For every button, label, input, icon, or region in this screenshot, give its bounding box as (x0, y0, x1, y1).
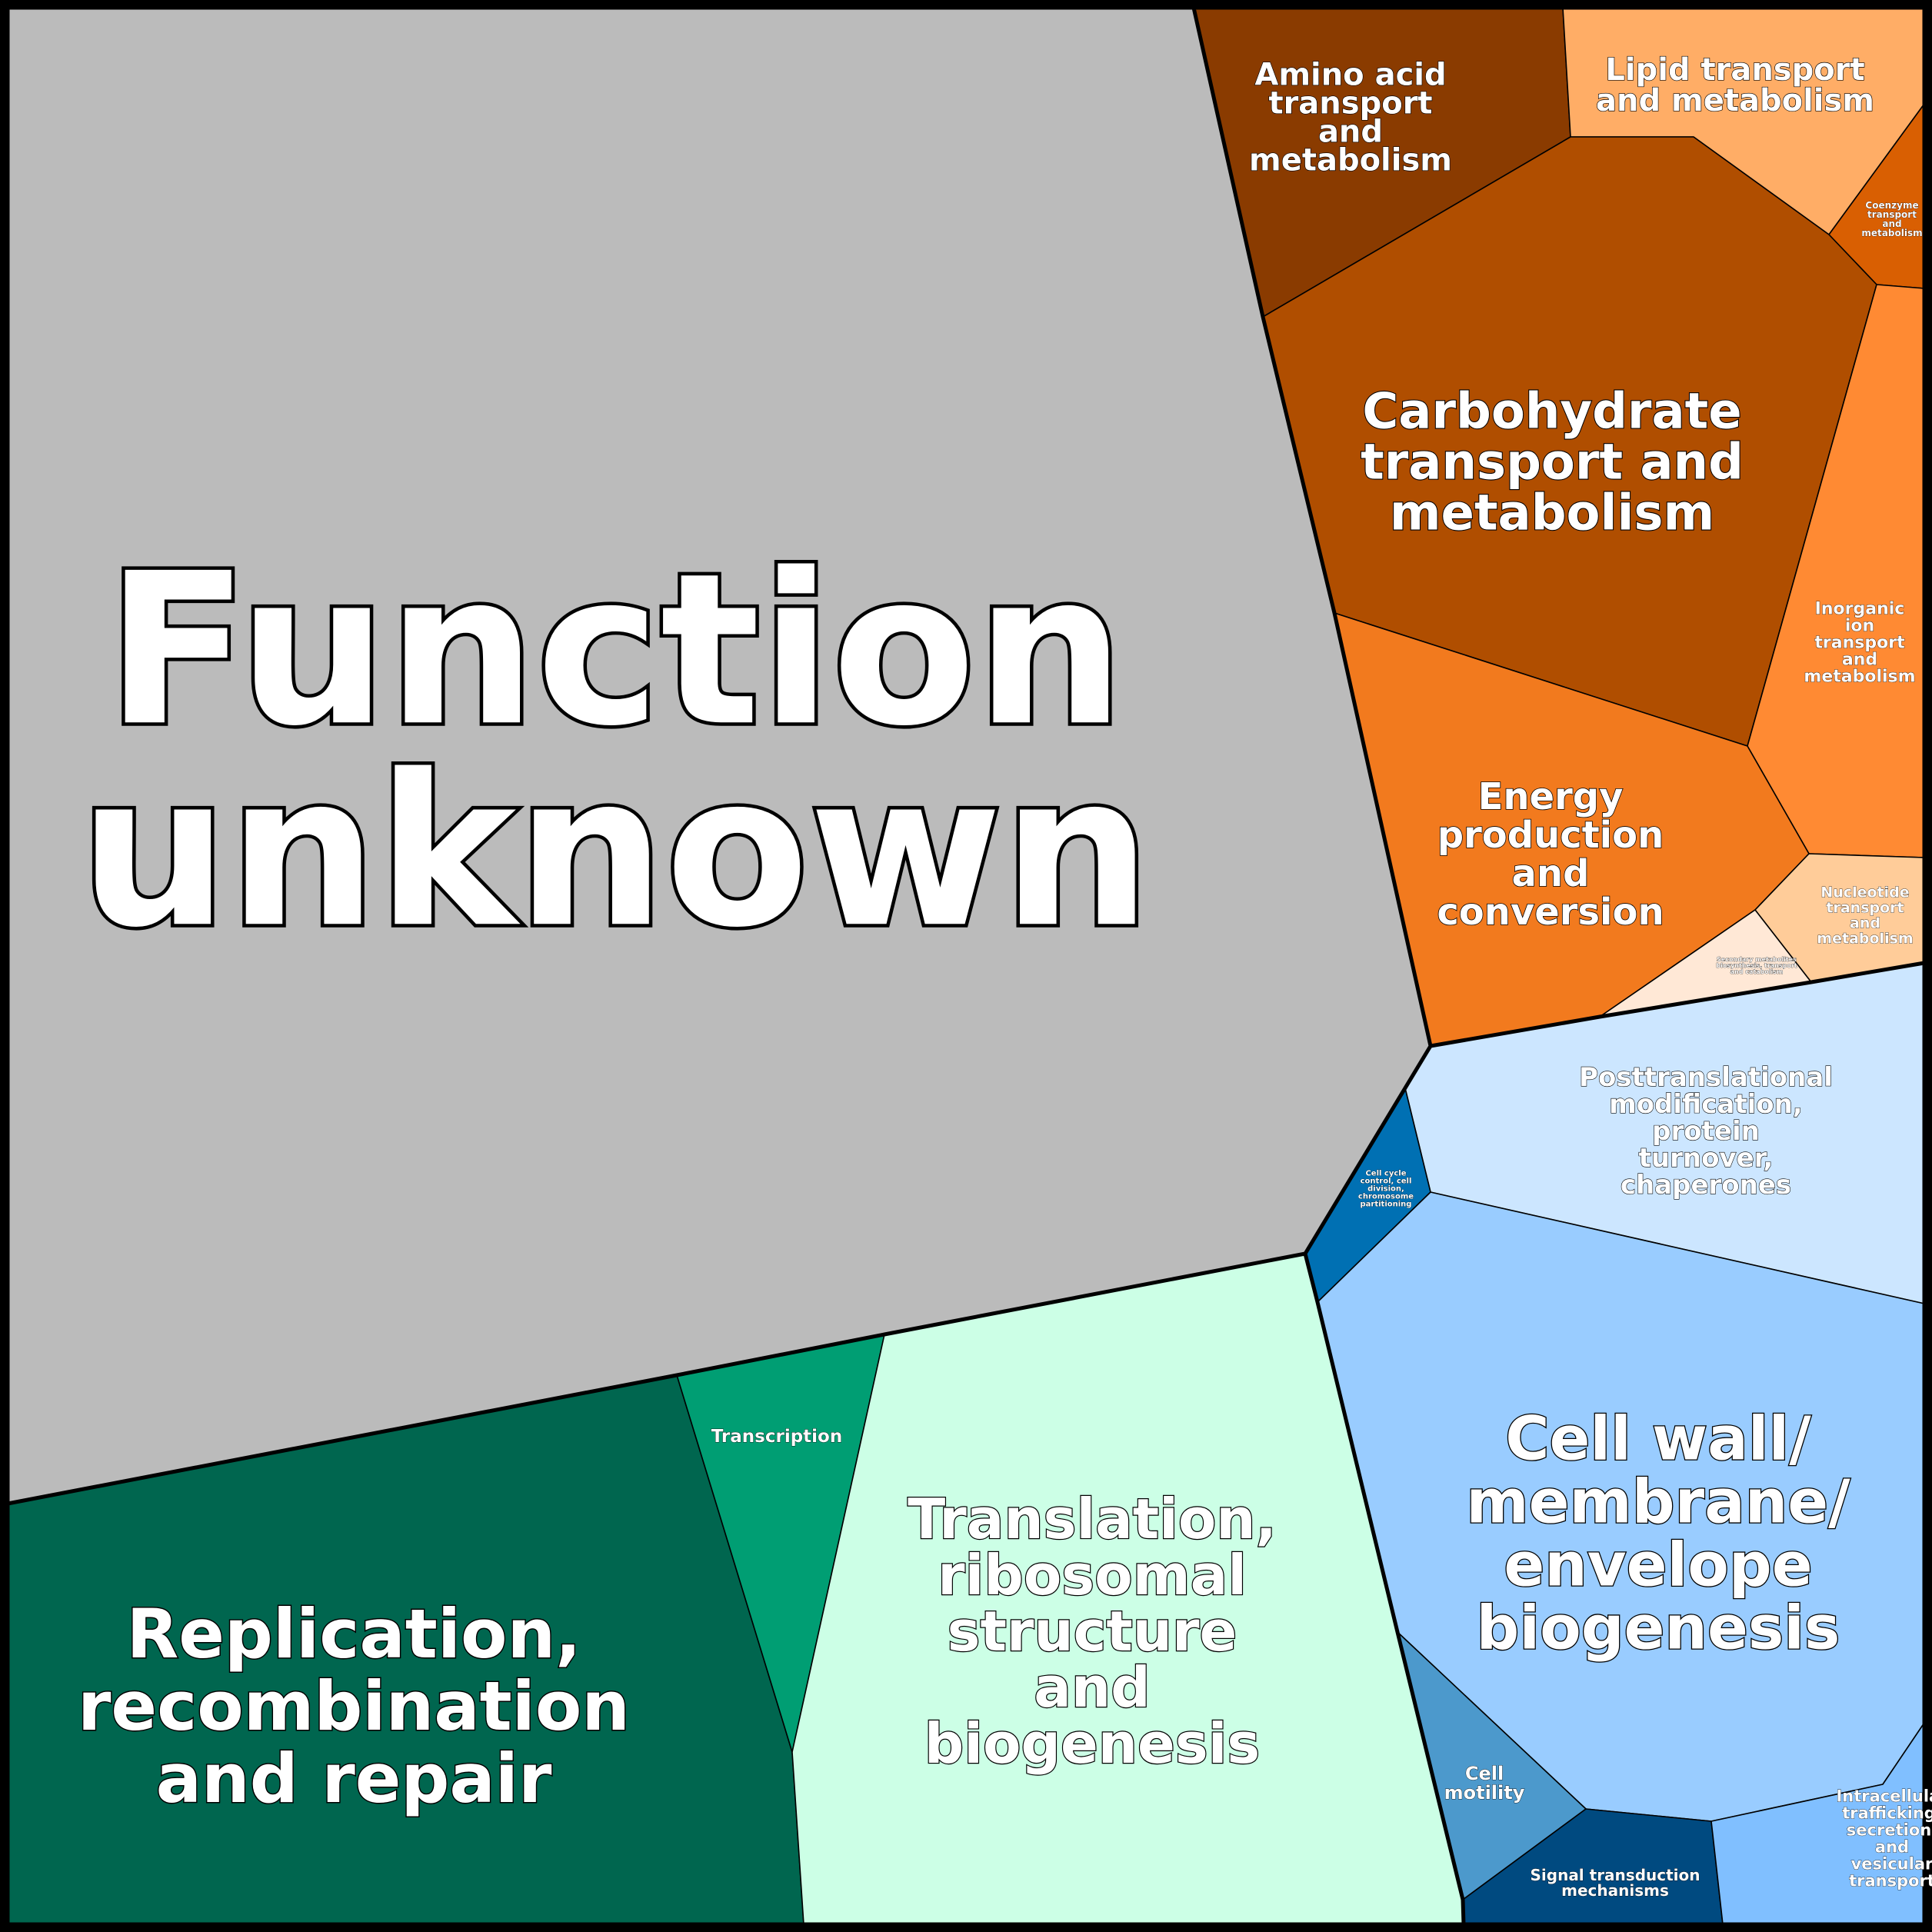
group-boundary (1303, 1253, 1466, 1925)
group-boundary (1430, 961, 1925, 1048)
group-boundary (7, 7, 1433, 1506)
label-transcription: Transcription (711, 1427, 842, 1447)
outer-frame (5, 5, 1927, 1927)
group-borders (5, 5, 1927, 1927)
label-intracellular-trafficking-secretion-and-vesicular-transport: Intracellulartrafficking,secretion,andve… (1836, 1787, 1932, 1890)
cells-layer (7, 7, 1925, 1925)
